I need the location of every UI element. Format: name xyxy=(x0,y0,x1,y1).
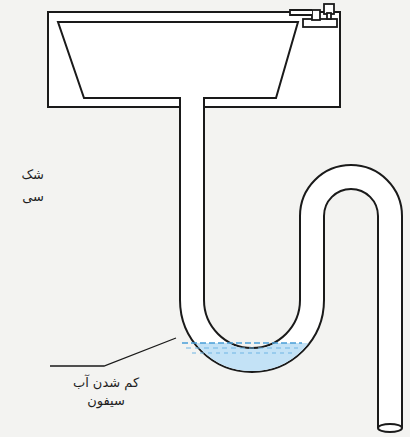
cropped-caption: شک xyxy=(21,166,44,184)
sink-basin xyxy=(58,22,298,98)
callout-label: کم شدن آب سیفون xyxy=(62,374,150,409)
leader-line xyxy=(50,338,176,366)
trap-pipe xyxy=(182,96,402,432)
cropped-caption: سی xyxy=(22,188,44,206)
faucet xyxy=(290,4,337,27)
sink-counter xyxy=(48,12,340,107)
